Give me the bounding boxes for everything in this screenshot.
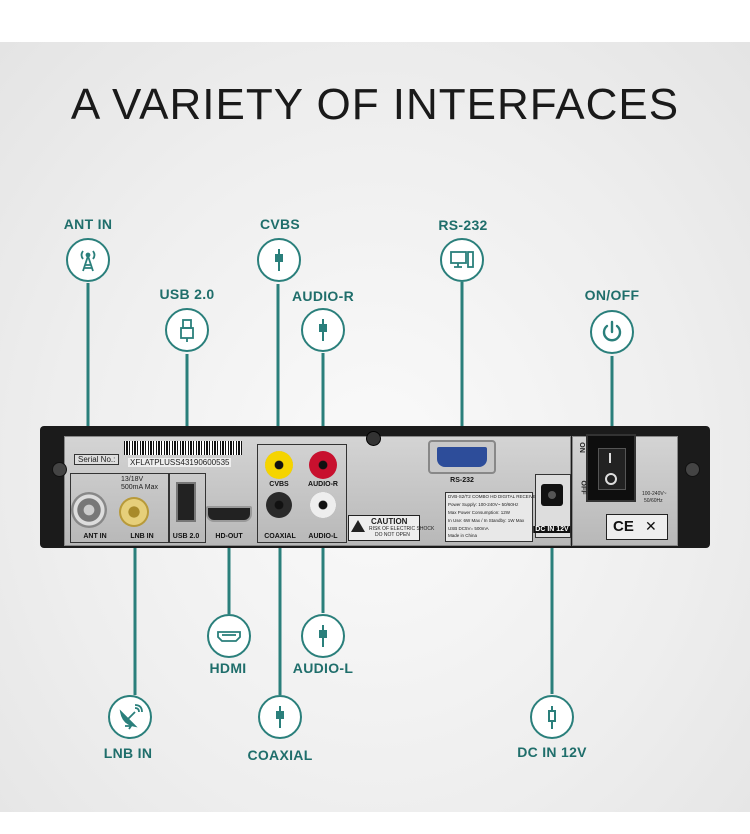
ce-mark: CE ✕	[606, 514, 668, 540]
cvbs-port-label: CVBS	[269, 481, 289, 488]
ant-in-label: ANT IN	[63, 216, 113, 232]
audio-l-label: AUDIO-L	[292, 660, 354, 676]
dc-in-connector-line	[550, 500, 554, 694]
caution-line-1: RISK OF ELECTRIC SHOCK	[369, 526, 435, 532]
spec-label: DVB-S2/T2 COMBO HD DIGITAL RECEIVER Powe…	[445, 492, 539, 542]
onoff-label: ON/OFF	[584, 287, 640, 303]
dc-in-port-label: DC IN 12V	[533, 526, 571, 533]
audio-r-port	[309, 451, 337, 479]
coaxial-port	[266, 492, 292, 518]
coaxial-icon-circle	[258, 695, 302, 739]
ant-in-port-label: ANT IN	[83, 533, 107, 540]
onoff-connector-line	[610, 356, 614, 442]
usb-port	[176, 482, 196, 522]
cvbs-connector-line	[276, 284, 280, 464]
weee-icon: ✕	[645, 518, 657, 534]
ant-in-connector-line	[86, 283, 90, 505]
switch-on-label: ON	[577, 442, 585, 453]
antenna-tower-icon	[80, 250, 96, 272]
screw-left	[52, 462, 67, 477]
spec-line-5: Made in China	[448, 533, 478, 538]
power-switch[interactable]	[586, 434, 636, 502]
screw-middle	[366, 431, 381, 446]
audio-jack-icon	[319, 625, 327, 647]
usb-icon-circle	[165, 308, 209, 352]
page-title: A VARIETY OF INTERFACES	[70, 80, 680, 129]
lnb-in-label: LNB IN	[103, 745, 153, 761]
audio-l-port-label: AUDIO-L	[308, 533, 338, 540]
audio-l-port	[310, 492, 336, 518]
cvbs-port	[265, 451, 293, 479]
rs232-port-label: RS-232	[450, 477, 474, 484]
cvbs-icon-circle	[257, 238, 301, 282]
spec-line-3: In Use: 6W Max / In Standby: 1W Max	[448, 518, 525, 523]
hdmi-connector-line	[227, 522, 231, 614]
rs232-connector-line	[460, 282, 464, 440]
dc-in-port	[541, 484, 563, 506]
computer-icon	[450, 251, 474, 268]
rs232-label: RS-232	[438, 217, 488, 233]
serial-label: Serial No.:	[74, 454, 120, 465]
voltage-box: 100-240V~ 50/60Hz	[642, 485, 672, 509]
spec-line-0: DVB-S2/T2 COMBO HD DIGITAL RECEIVER	[448, 494, 540, 499]
usb-port-label: USB 2.0	[172, 533, 200, 540]
audio-l-icon-circle	[301, 614, 345, 658]
dc-in-label: DC IN 12V	[517, 744, 587, 760]
barcode	[124, 441, 242, 455]
rca-jack-icon	[275, 249, 283, 271]
caution-label: CAUTION RISK OF ELECTRIC SHOCK DO NOT OP…	[348, 515, 434, 541]
usb-plug-icon	[180, 319, 194, 342]
serial-number: XFLATPLUSS43190600535	[128, 458, 232, 467]
audio-r-port-label: AUDIO-R	[308, 481, 338, 488]
hdmi-port	[206, 506, 252, 522]
audio-l-connector-line	[321, 508, 325, 613]
screw-right	[685, 462, 700, 477]
ce-text: CE	[613, 518, 634, 535]
hd-out-port-label: HD-OUT	[215, 533, 243, 540]
spec-line-2: Max Power Consumption: 12W	[448, 510, 511, 515]
ant-in-icon-circle	[66, 238, 110, 282]
usb-label: USB 2.0	[159, 286, 215, 302]
onoff-icon-circle	[590, 310, 634, 354]
coaxial-jack-icon	[276, 706, 284, 728]
coaxial-label: COAXIAL	[247, 747, 313, 763]
lnb-in-port-label: LNB IN	[130, 533, 154, 540]
coaxial-connector-line	[278, 512, 282, 695]
lnb-spec-2: 500mA Max	[121, 484, 158, 491]
satellite-dish-icon	[119, 704, 143, 730]
av-box	[257, 444, 347, 543]
spec-line-1: Power Supply: 100-240V~ 50/60Hz	[448, 502, 519, 507]
rs232-port	[428, 440, 496, 474]
coaxial-port-label: COAXIAL	[264, 533, 296, 540]
lnb-in-icon-circle	[108, 695, 152, 739]
usb-box	[168, 473, 206, 543]
lnb-in-connector-line	[133, 520, 137, 695]
caution-title: CAUTION	[371, 517, 408, 526]
ant-lnb-box	[70, 473, 170, 543]
voltage-line-1: 100-240V~	[642, 491, 667, 497]
power-icon	[602, 320, 622, 342]
caution-line-2: DO NOT OPEN	[375, 532, 410, 538]
dc-plug-icon	[548, 706, 556, 729]
hdmi-label: HDMI	[209, 660, 247, 676]
audio-jack-icon	[319, 319, 327, 341]
lnb-spec-1: 13/18V	[121, 476, 144, 483]
hdmi-port-icon	[217, 631, 241, 642]
usb-connector-line	[185, 354, 189, 484]
rs232-icon-circle	[440, 238, 484, 282]
cvbs-label: CVBS	[259, 216, 301, 232]
dc-in-icon-circle	[530, 695, 574, 739]
audio-r-connector-line	[321, 353, 325, 464]
caution-icon	[351, 520, 365, 532]
switch-off-label: OFF	[579, 480, 587, 495]
voltage-line-2: 50/60Hz	[644, 498, 663, 504]
lnb-in-port	[119, 497, 149, 527]
audio-r-label: AUDIO-R	[292, 288, 354, 304]
hdmi-icon-circle	[207, 614, 251, 658]
ant-in-port	[71, 492, 107, 528]
spec-line-4: USB DC5V= 500mA	[448, 526, 489, 531]
audio-r-icon-circle	[301, 308, 345, 352]
